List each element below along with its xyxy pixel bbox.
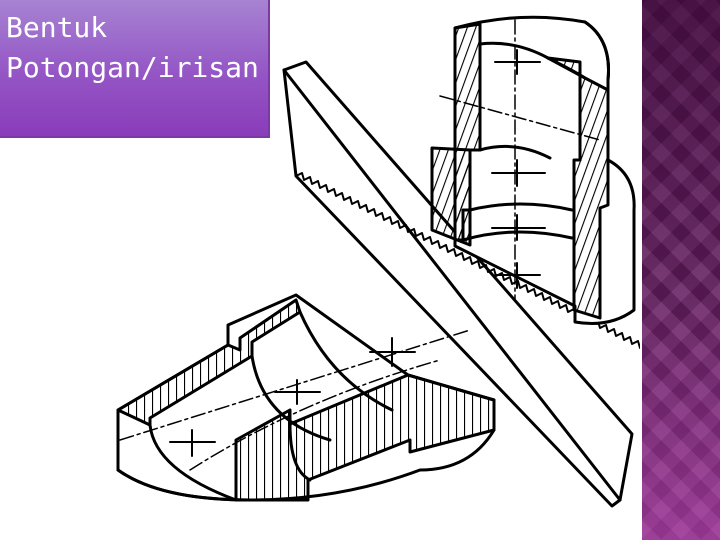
slide-title-line-2: Potongan/irisan bbox=[6, 51, 259, 84]
slide-title-line-1: Bentuk bbox=[6, 11, 108, 44]
decorative-side-bar bbox=[642, 0, 720, 540]
horizontal-sectioned-cylinder-icon bbox=[116, 293, 496, 502]
slide-title-box: Bentuk Potongan/irisan bbox=[0, 0, 270, 138]
vertical-sectioned-cylinder-icon bbox=[430, 15, 636, 325]
sectioned-machine-parts-drawing-icon bbox=[116, 15, 640, 508]
